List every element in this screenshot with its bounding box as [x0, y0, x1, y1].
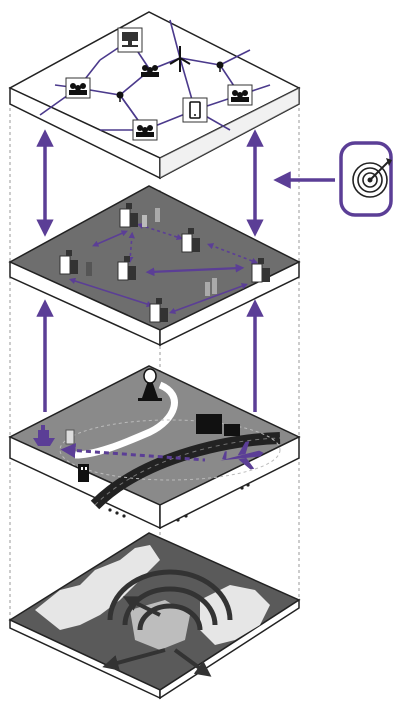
- map-arrows: [102, 596, 212, 677]
- building-cluster-icon: [59, 250, 92, 276]
- map-layer: [8, 532, 301, 700]
- building-cluster-icon: [181, 228, 200, 253]
- nodes-layer: [8, 185, 301, 347]
- airplane-icon: [220, 441, 264, 470]
- panel-dots: [108, 483, 250, 522]
- building-cluster-icon: [251, 258, 270, 283]
- supply-route-arrow: [60, 443, 206, 462]
- group-icon: [141, 65, 159, 77]
- node-links: [68, 222, 258, 314]
- container-icon: [196, 414, 240, 436]
- monitor-icon: [117, 27, 143, 53]
- group-icon: [65, 77, 91, 99]
- terrain-icon: [35, 545, 270, 650]
- tablet-icon: [182, 97, 208, 123]
- pin-icon: [216, 61, 224, 72]
- group-icon: [227, 84, 253, 106]
- ship-icon: [33, 425, 55, 446]
- building-cluster-icon: [149, 298, 168, 323]
- bg-towers: [155, 208, 217, 296]
- oil-rig-icon: [138, 368, 162, 401]
- layer-arrows: [36, 129, 264, 412]
- group-icon: [132, 119, 158, 141]
- building-cluster-icon: [119, 203, 147, 228]
- infrastructure-layer: [8, 365, 301, 530]
- radar-target-icon: [273, 141, 393, 217]
- pin-icon: [116, 91, 124, 102]
- building-cluster-icon: [117, 256, 136, 281]
- network-layer: [8, 11, 301, 180]
- wind-turbine-icon: [169, 46, 191, 72]
